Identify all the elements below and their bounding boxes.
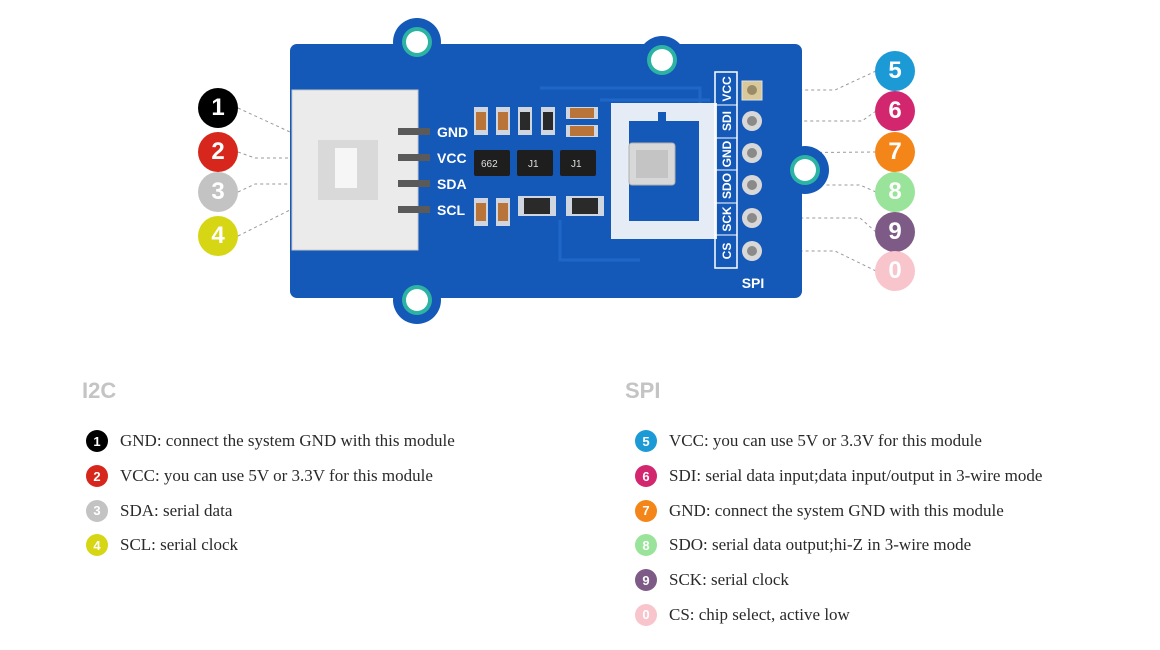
spi-header: [714, 71, 763, 269]
pin-description: GND: connect the system GND with this mo…: [120, 431, 455, 451]
callout-badge-0: 0: [875, 251, 915, 291]
list-item: 4 SCL: serial clock: [86, 528, 455, 563]
list-item: 3 SDA: serial data: [86, 493, 455, 528]
pin-number-badge: 4: [86, 534, 108, 557]
list-item: 2 VCC: you can use 5V or 3.3V for this mo…: [86, 459, 455, 494]
pin-number-badge: 1: [86, 430, 108, 453]
chip-label-j1-a: J1: [528, 159, 539, 170]
pin-number-badge: 6: [635, 465, 657, 488]
list-item: 0 CS: chip select, active low: [635, 597, 1042, 632]
callout-badge-7: 7: [875, 132, 915, 172]
pin-label-sda: SDA: [437, 176, 467, 192]
pin-label-gnd-i2c: GND: [437, 124, 468, 140]
spi-board-label: SPI: [742, 275, 765, 291]
callout-badge-9: 9: [875, 212, 915, 252]
spi-section-title: SPI: [625, 378, 661, 403]
pin-description: SCK: serial clock: [669, 570, 789, 590]
i2c-section-title: I2C: [82, 378, 117, 403]
pin-description: SDA: serial data: [120, 500, 233, 520]
pin-label-sdi: SDI: [720, 111, 734, 131]
sensor-board-diagram: GND VCC SDA SCL 662 J1 J1: [237, 18, 877, 324]
list-item: 6 SDI: serial data input;data input/outpu…: [635, 459, 1042, 494]
chip-label-j1-b: J1: [571, 159, 582, 170]
pin-number-badge: 9: [635, 569, 657, 592]
pin-description: VCC: you can use 5V or 3.3V for this mod…: [120, 466, 433, 486]
list-item: 8 SDO: serial data output;hi-Z in 3-wire …: [635, 528, 1042, 563]
pin-number-badge: 7: [635, 499, 657, 522]
callout-badge-8: 8: [875, 172, 915, 212]
pin-label-sck: SCK: [720, 206, 734, 232]
pin-number-badge: 3: [86, 499, 108, 522]
right-pin-labels: VCC SDI GND SDO SCK CS: [720, 76, 734, 259]
callout-badge-5: 5: [875, 51, 915, 91]
pin-description: SDO: serial data output;hi-Z in 3-wire m…: [669, 535, 972, 555]
callout-badge-4: 4: [198, 216, 238, 256]
left-pin-labels: GND VCC SDA SCL: [437, 124, 468, 218]
pin-number-badge: 2: [86, 465, 108, 488]
callout-badge-6: 6: [875, 91, 915, 131]
pin-label-gnd-spi: GND: [720, 140, 734, 167]
callout-badge-1: 1: [198, 88, 238, 128]
pin-label-scl: SCL: [437, 202, 465, 218]
pin-label-vcc-spi: VCC: [720, 76, 734, 102]
smd-components: [474, 107, 676, 226]
pin-description: SDI: serial data input;data input/output…: [669, 466, 1043, 486]
pin-label-sdo: SDO: [720, 173, 734, 199]
list-item: 7 GND: connect the system GND with this m…: [635, 493, 1042, 528]
pin-label-cs: CS: [720, 243, 734, 260]
pin-label-vcc-i2c: VCC: [437, 150, 467, 166]
callout-badge-2: 2: [198, 132, 238, 172]
pin-number-badge: 5: [635, 430, 657, 453]
pin-description: VCC: you can use 5V or 3.3V for this mod…: [669, 431, 982, 451]
pin-description: GND: connect the system GND with this mo…: [669, 500, 1004, 520]
pin-description: CS: chip select, active low: [669, 604, 850, 624]
callout-badge-3: 3: [198, 172, 238, 212]
pin-number-badge: 0: [635, 603, 657, 626]
i2c-pin-list: 1 GND: connect the system GND with this m…: [86, 424, 455, 563]
pin-number-badge: 8: [635, 534, 657, 557]
chip-label-662: 662: [481, 159, 498, 170]
spi-pin-list: 5 VCC: you can use 5V or 3.3V for this mo…: [635, 424, 1042, 632]
list-item: 9 SCK: serial clock: [635, 563, 1042, 598]
list-item: 1 GND: connect the system GND with this m…: [86, 424, 455, 459]
chip-labels: 662 J1 J1: [481, 159, 582, 170]
grove-connector: [291, 89, 430, 251]
list-item: 5 VCC: you can use 5V or 3.3V for this mo…: [635, 424, 1042, 459]
pin-description: SCL: serial clock: [120, 535, 239, 555]
